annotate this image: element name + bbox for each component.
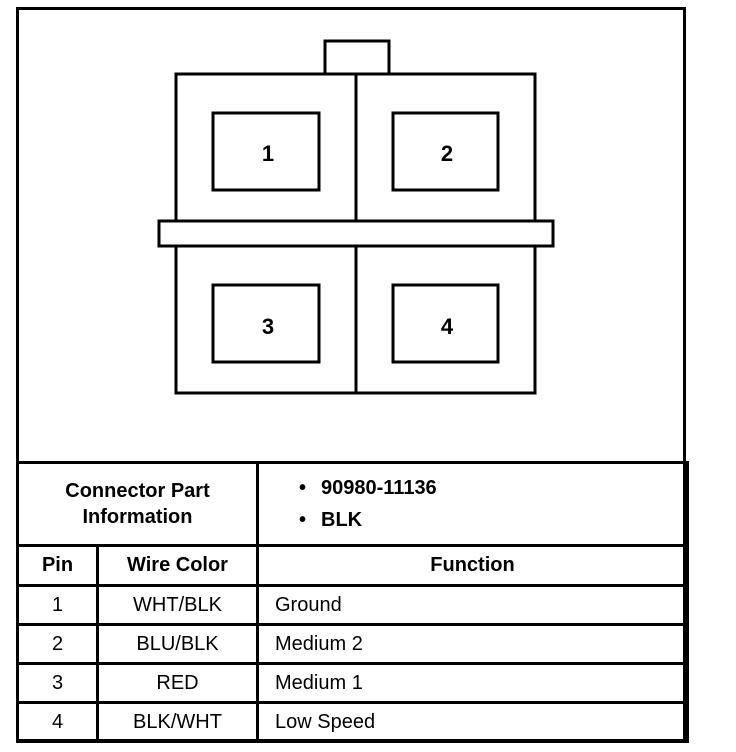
pin-cavity-2 xyxy=(391,111,500,192)
header-pin: Pin xyxy=(16,544,99,587)
bullet-icon: • xyxy=(299,509,307,531)
part-info-label-line1: Connector Part xyxy=(65,480,210,502)
header-wire-color: Wire Color xyxy=(96,544,259,587)
header-row: Pin Wire Color Function xyxy=(16,544,689,587)
part-color: • BLK xyxy=(299,504,686,536)
row-wire-color: RED xyxy=(96,662,259,704)
table-row: 3 RED Medium 1 xyxy=(16,662,689,704)
connector-flange xyxy=(157,219,555,248)
row-function: Ground xyxy=(256,584,689,626)
bullet-icon: • xyxy=(299,477,307,499)
row-function: Medium 1 xyxy=(256,662,689,704)
connector-diagram: 1 2 3 4 xyxy=(157,39,555,395)
table-row: 4 BLK/WHT Low Speed xyxy=(16,701,689,743)
part-info-label: Connector Part Information xyxy=(16,461,259,547)
table-row: 2 BLU/BLK Medium 2 xyxy=(16,623,689,665)
part-info-row: Connector Part Information • 90980-11136 … xyxy=(16,461,689,547)
pin-cavity-3 xyxy=(211,283,321,364)
row-pin: 2 xyxy=(16,623,99,665)
row-pin: 1 xyxy=(16,584,99,626)
part-info-label-line2: Information xyxy=(82,506,193,528)
row-function: Low Speed xyxy=(256,701,689,743)
table-row: 1 WHT/BLK Ground xyxy=(16,584,689,626)
part-number-text: 90980-11136 xyxy=(321,477,437,499)
part-info-values: • 90980-11136 • BLK xyxy=(256,461,689,547)
pin-number-3: 3 xyxy=(262,314,274,339)
part-number: • 90980-11136 xyxy=(299,472,686,504)
connector-latch xyxy=(323,39,391,76)
pin-number-1: 1 xyxy=(262,141,274,166)
connector-info-table: Connector Part Information • 90980-11136 … xyxy=(16,461,689,743)
row-function: Medium 2 xyxy=(256,623,689,665)
header-function: Function xyxy=(256,544,689,587)
pin-cavity-1 xyxy=(211,111,321,192)
row-wire-color: WHT/BLK xyxy=(96,584,259,626)
connector-drawing: 1 2 3 4 xyxy=(157,39,555,395)
pin-number-2: 2 xyxy=(441,141,453,166)
part-color-text: BLK xyxy=(321,509,363,531)
row-pin: 4 xyxy=(16,701,99,743)
row-pin: 3 xyxy=(16,662,99,704)
row-wire-color: BLU/BLK xyxy=(96,623,259,665)
row-wire-color: BLK/WHT xyxy=(96,701,259,743)
pin-number-4: 4 xyxy=(441,314,454,339)
pin-cavity-4 xyxy=(391,283,500,364)
